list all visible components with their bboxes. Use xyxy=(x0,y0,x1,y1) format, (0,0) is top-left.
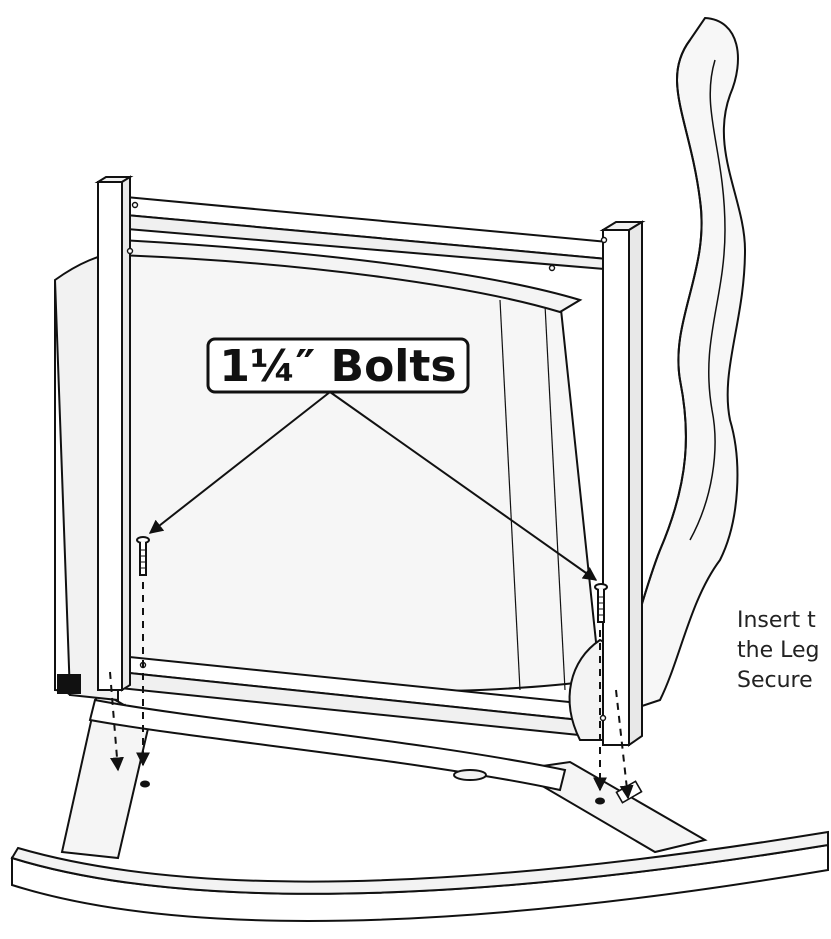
bolt-icon xyxy=(594,583,608,623)
bolt-icon xyxy=(136,536,150,576)
leg-tenon-right xyxy=(615,780,643,804)
arrow-icon xyxy=(148,391,598,581)
rail-holes xyxy=(126,201,608,722)
insertion-guides xyxy=(109,582,634,800)
callout-label: 1¼″ Bolts xyxy=(219,341,456,392)
post-right xyxy=(599,220,646,747)
instruction-text: Insert t the Leg Secure xyxy=(737,606,819,696)
rocker xyxy=(10,830,829,922)
bolts-callout: 1¼″ Bolts xyxy=(206,337,470,394)
front-leg-right xyxy=(512,760,708,854)
instruction-line-1: Insert t xyxy=(737,608,816,633)
instruction-line-2: the Leg xyxy=(737,638,820,663)
post-left xyxy=(94,175,134,692)
seat-front-curve xyxy=(88,698,567,792)
seat-panel xyxy=(109,248,602,693)
chair-back xyxy=(598,16,747,722)
instruction-line-3: Secure xyxy=(737,668,813,693)
hole-icon xyxy=(140,780,605,805)
